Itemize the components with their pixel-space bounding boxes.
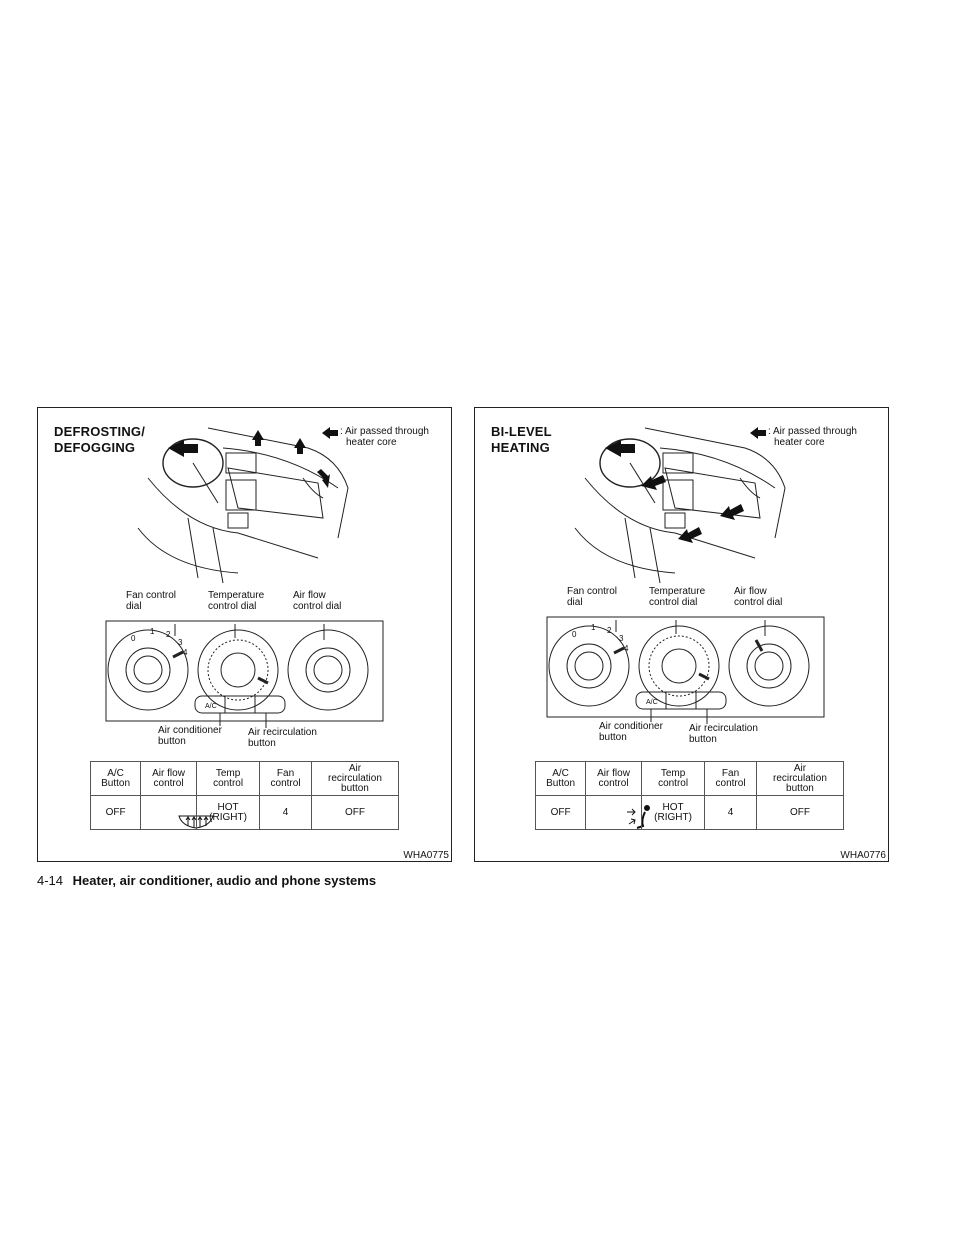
figure-title: DEFROSTING/ DEFOGGING xyxy=(54,424,145,456)
legend-line-1: : Air passed through xyxy=(340,426,429,437)
airflow-arrows xyxy=(605,440,744,543)
header-ac: A/C Button xyxy=(534,761,587,796)
callout-temp-dial: Temperature control dial xyxy=(208,590,265,612)
callout-fan-dial: Fan control dial xyxy=(126,590,177,612)
callout-airflow-dial: Air flow control dial xyxy=(734,586,783,608)
legend: : Air passed through heater core xyxy=(322,426,429,448)
header-recirc: Air recirculation button xyxy=(755,761,845,796)
value-fan: 4 xyxy=(704,795,757,830)
control-panel xyxy=(105,620,384,728)
callout-airflow-dial: Air flow control dial xyxy=(293,590,342,612)
fan-dial-label-4: 4 xyxy=(624,644,629,653)
defrost-illustration: 0 1 2 3 4 A/C xyxy=(105,427,384,829)
fan-dial-label-1: 1 xyxy=(591,623,596,632)
callout-ac-button: Air conditioner button xyxy=(599,721,663,743)
bi-level-illustration: 0 1 2 3 4 A/C xyxy=(546,427,825,829)
fan-dial-label-3: 3 xyxy=(619,634,624,643)
title-line-1: DEFROSTING/ xyxy=(54,424,146,439)
legend: : Air passed through heater core xyxy=(750,426,857,448)
fan-dial-label-2: 2 xyxy=(166,630,171,639)
airflow-arrows xyxy=(168,430,330,488)
value-temp: HOT (RIGHT) xyxy=(640,795,706,830)
section-title: Heater, air conditioner, audio and phone… xyxy=(72,873,377,888)
settings-table: A/C Button Air flow control Temp control… xyxy=(89,761,400,830)
title-line-1: BI-LEVEL xyxy=(491,424,552,439)
value-recirc: OFF xyxy=(310,795,400,830)
ac-button-label: A/C xyxy=(205,703,217,710)
header-airflow: Air flow control xyxy=(585,761,642,796)
figure-code: WHA0775 xyxy=(403,850,449,861)
header-fan: Fan control xyxy=(704,761,757,796)
value-temp: HOT (RIGHT) xyxy=(195,795,261,830)
callout-recirc-button: Air recirculation button xyxy=(248,727,317,749)
title-line-2: DEFOGGING xyxy=(54,440,136,455)
fan-dial-label-4: 4 xyxy=(183,648,188,657)
value-recirc: OFF xyxy=(755,795,845,830)
callout-ac-button: Air conditioner button xyxy=(158,725,222,747)
title-line-2: HEATING xyxy=(491,440,550,455)
ac-button-label: A/C xyxy=(646,699,658,706)
callout-temp-dial: Temperature control dial xyxy=(649,586,706,608)
figure-title: BI-LEVEL HEATING xyxy=(491,424,552,456)
figure-defrosting: 0 1 2 3 4 A/C DEFROSTING/ DEFOGGING : Ai… xyxy=(37,407,452,862)
legend-line-1: : Air passed through xyxy=(768,426,857,437)
value-fan: 4 xyxy=(259,795,312,830)
fan-dial-label-2: 2 xyxy=(607,626,612,635)
legend-line-2: heater core xyxy=(346,437,397,448)
callout-fan-dial: Fan control dial xyxy=(567,586,618,608)
header-fan: Fan control xyxy=(259,761,312,796)
fan-dial-label-1: 1 xyxy=(150,627,155,636)
header-temp: Temp control xyxy=(195,761,261,796)
page-number: 4-14 xyxy=(37,873,64,888)
settings-table: A/C Button Air flow control Temp control… xyxy=(534,761,845,830)
heater-arrow-icon xyxy=(322,427,338,439)
fan-dial-label-0: 0 xyxy=(131,634,136,643)
figure-bi-level: 0 1 2 3 4 A/C BI-LEVEL HEATING : Air pas… xyxy=(474,407,889,862)
heater-arrow-icon xyxy=(750,427,766,439)
page-footer: 4-14 Heater, air conditioner, audio and … xyxy=(37,873,376,888)
value-airflow xyxy=(585,795,642,830)
header-ac: A/C Button xyxy=(89,761,142,796)
header-recirc: Air recirculation button xyxy=(310,761,400,796)
fan-dial-label-0: 0 xyxy=(572,630,577,639)
value-ac: OFF xyxy=(534,795,587,830)
control-panel xyxy=(546,616,825,724)
fan-dial-label-3: 3 xyxy=(178,638,183,647)
legend-line-2: heater core xyxy=(774,437,825,448)
callout-recirc-button: Air recirculation button xyxy=(689,723,758,745)
value-ac: OFF xyxy=(89,795,142,830)
header-temp: Temp control xyxy=(640,761,706,796)
figure-code: WHA0776 xyxy=(840,850,886,861)
value-airflow xyxy=(140,795,197,830)
header-airflow: Air flow control xyxy=(140,761,197,796)
